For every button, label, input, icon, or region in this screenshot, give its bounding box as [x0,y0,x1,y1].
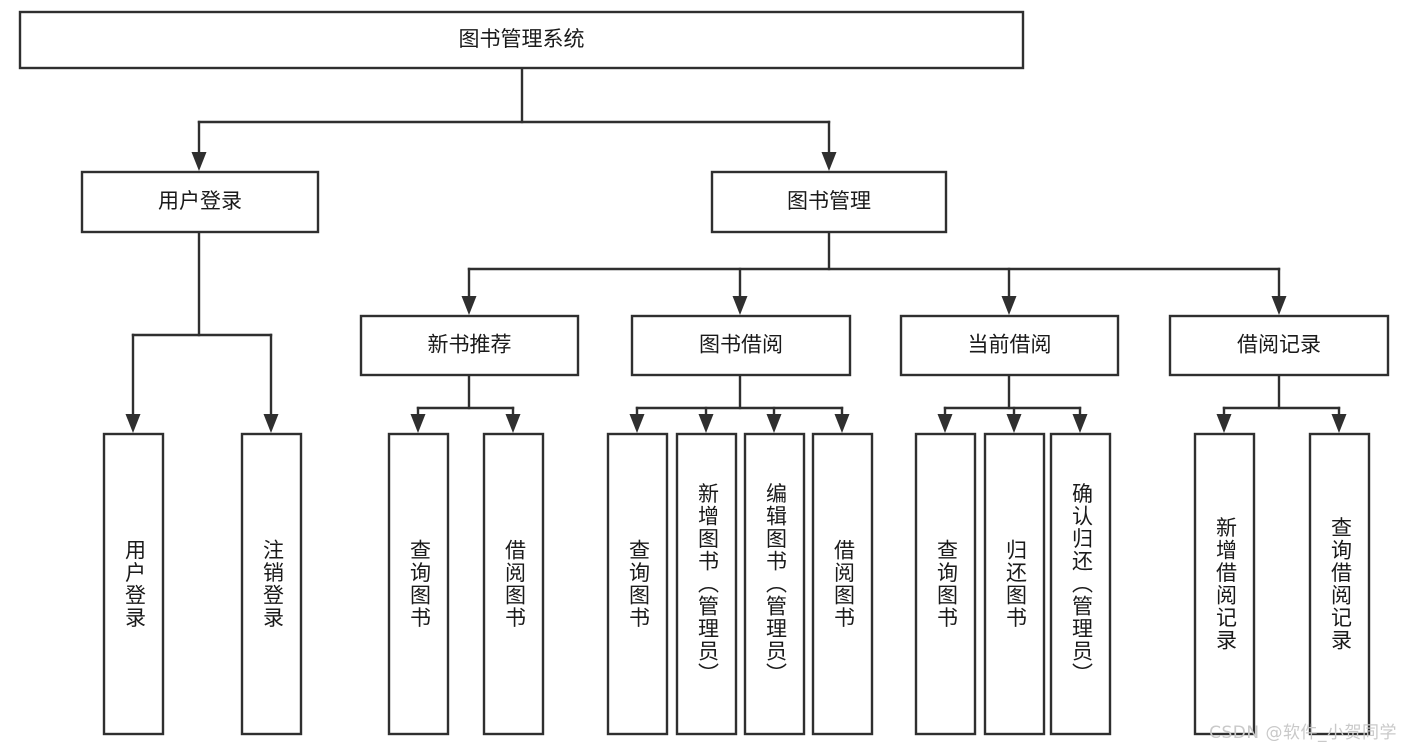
connector-book-borrow-to-leaves [629,373,850,433]
node-user-login[interactable]: 用户登录 [80,170,320,234]
node-box-leaf-return-book [983,432,1046,736]
node-label-new-book-recommend: 新书推荐 [428,333,512,357]
node-box-borrow-record [1168,314,1390,377]
node-leaf-return-book[interactable]: 归还图书 [983,432,1046,736]
node-box-user-login [80,170,320,234]
node-leaf-query-book-borrow[interactable]: 查询图书 [606,432,669,736]
connector-borrow-record-to-leaves [1216,373,1347,433]
node-label-leaf-user-login: 用户登录 [123,539,147,629]
node-leaf-borrow-book-rec[interactable]: 借阅图书 [482,432,545,736]
node-borrow-record[interactable]: 借阅记录 [1168,314,1390,377]
node-label-leaf-query-book-rec: 查询图书 [408,539,432,629]
connector-user-login-to-leaves [125,230,279,433]
node-leaf-logout[interactable]: 注销登录 [240,432,303,736]
node-box-leaf-query-book-current [914,432,977,736]
node-box-leaf-edit-book [743,432,806,736]
node-label-book-borrow: 图书借阅 [699,333,783,357]
node-book-manage[interactable]: 图书管理 [710,170,948,234]
node-box-new-book-recommend [359,314,580,377]
node-box-leaf-borrow-book-rec [482,432,545,736]
node-box-leaf-query-book-borrow [606,432,669,736]
node-label-user-login: 用户登录 [158,189,242,213]
node-leaf-confirm-return[interactable]: 确认归还（管理员） [1049,432,1112,736]
connector-layer [125,66,1347,433]
node-leaf-add-record[interactable]: 新增借阅记录 [1193,432,1256,736]
node-label-book-manage: 图书管理 [787,189,871,213]
node-label-current-borrow: 当前借阅 [968,333,1052,357]
node-box-root [18,10,1025,70]
node-leaf-user-login[interactable]: 用户登录 [102,432,165,736]
node-box-leaf-query-record [1308,432,1371,736]
node-book-borrow[interactable]: 图书借阅 [630,314,852,377]
node-label-leaf-borrow-book: 借阅图书 [832,539,856,629]
node-new-book-recommend[interactable]: 新书推荐 [359,314,580,377]
node-label-borrow-record: 借阅记录 [1237,333,1321,357]
node-box-leaf-confirm-return [1049,432,1112,736]
node-label-leaf-edit-book: 编辑图书（管理员） [764,483,788,686]
node-box-leaf-user-login [102,432,165,736]
node-root[interactable]: 图书管理系统 [18,10,1025,70]
node-box-leaf-query-book-rec [387,432,450,736]
node-box-book-manage [710,170,948,234]
node-box-leaf-borrow-book [811,432,874,736]
node-leaf-query-record[interactable]: 查询借阅记录 [1308,432,1371,736]
node-label-leaf-add-book: 新增图书（管理员） [696,483,720,686]
node-label-leaf-return-book: 归还图书 [1004,539,1028,629]
connector-book-manage-to-level2 [461,230,1287,315]
node-label-leaf-query-book-current: 查询图书 [935,539,959,629]
node-label-leaf-query-book-borrow: 查询图书 [627,539,651,629]
node-leaf-query-book-current[interactable]: 查询图书 [914,432,977,736]
node-label-leaf-confirm-return: 确认归还（管理员） [1070,483,1094,686]
connector-current-borrow-to-leaves [937,373,1088,433]
node-label-root: 图书管理系统 [459,27,585,51]
node-leaf-add-book[interactable]: 新增图书（管理员） [675,432,738,736]
connector-root-to-level1 [191,66,837,171]
node-label-leaf-add-record: 新增借阅记录 [1214,517,1238,652]
node-label-leaf-borrow-book-rec: 借阅图书 [503,539,527,629]
node-leaf-edit-book[interactable]: 编辑图书（管理员） [743,432,806,736]
node-leaf-borrow-book[interactable]: 借阅图书 [811,432,874,736]
node-box-current-borrow [899,314,1120,377]
node-layer: 图书管理系统用户登录图书管理新书推荐图书借阅当前借阅借阅记录用户登录注销登录查询… [18,10,1390,736]
node-box-book-borrow [630,314,852,377]
node-box-leaf-add-book [675,432,738,736]
node-label-leaf-query-record: 查询借阅记录 [1329,517,1353,652]
connector-new-book-recommend-to-leaves [410,373,521,433]
node-current-borrow[interactable]: 当前借阅 [899,314,1120,377]
node-box-leaf-logout [240,432,303,736]
node-label-leaf-logout: 注销登录 [261,539,285,629]
node-leaf-query-book-rec[interactable]: 查询图书 [387,432,450,736]
node-box-leaf-add-record [1193,432,1256,736]
